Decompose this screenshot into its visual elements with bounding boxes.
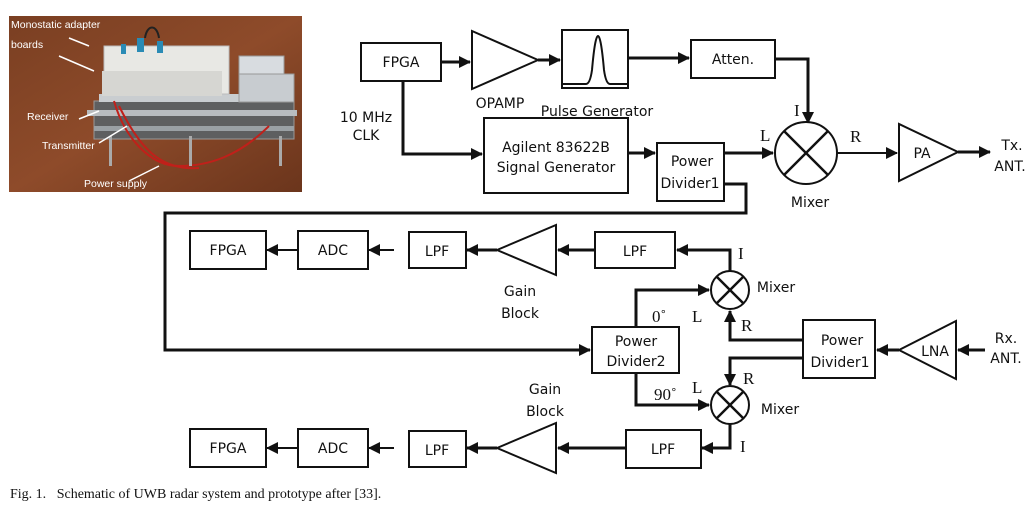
tx-power-divider1-block: Power Divider1	[656, 142, 725, 202]
rx-q-gain-label-1: Gain	[529, 382, 561, 398]
phase-0-label: 0˚	[652, 307, 666, 326]
wire-rxpd1-top-mixer	[724, 310, 803, 342]
attenuator-block: Atten.	[690, 39, 776, 79]
pulse-generator-label: Pulse Generator	[541, 104, 654, 120]
siggen-label-2: Signal Generator	[497, 160, 616, 176]
rx-bottom-mixer-port-r: R	[743, 369, 755, 388]
tx-antenna-label-1: Tx.	[1000, 138, 1022, 154]
rx-antenna-label-1: Rx.	[995, 331, 1017, 347]
rx-top-mixer-port-i: I	[738, 244, 744, 263]
rx-i-lpf1-label: LPF	[425, 244, 449, 260]
pa-block: PA	[898, 122, 961, 183]
rx-i-adc-block: ADC	[297, 230, 369, 270]
figure-caption: Fig. 1. Schematic of UWB radar system an…	[10, 487, 381, 503]
rx-q-lpf1-block: LPF	[408, 430, 467, 468]
caption-label: Fig. 1.	[10, 487, 47, 502]
rx-q-fpga-block: FPGA	[189, 428, 267, 468]
lna-label: LNA	[921, 344, 949, 360]
tx-mixer-label: Mixer	[791, 195, 829, 211]
clk-label-1: 10 MHz	[340, 110, 392, 126]
rx-bottom-mixer-label: Mixer	[761, 402, 799, 418]
photo-label-receiver: Receiver	[27, 111, 69, 123]
rx-q-lpf2-block: LPF	[625, 429, 702, 469]
rx-q-adc-block: ADC	[297, 428, 369, 468]
lna-block: LNA	[896, 319, 957, 381]
rx-q-gain-block: Gain Block	[494, 382, 565, 475]
rx-q-lpf2-label: LPF	[651, 442, 675, 458]
rx-i-fpga-block: FPGA	[189, 230, 267, 270]
photo-label-power-supply: Power supply	[84, 178, 148, 190]
tx-mixer-port-r: R	[850, 127, 862, 146]
rx-bottom-mixer-port-i: I	[740, 437, 746, 456]
wire-rxpd1-bottom-mixer	[724, 356, 803, 386]
rx-q-fpga-label: FPGA	[210, 441, 247, 457]
opamp-label: OPAMP	[476, 96, 525, 112]
radar-prototype-hardware	[87, 26, 297, 170]
siggen-label-1: Agilent 83622B	[502, 140, 610, 156]
rx-top-mixer-port-l: L	[692, 307, 702, 326]
caption-text: Schematic of UWB radar system and protot…	[56, 487, 382, 502]
rx-q-lpf1-label: LPF	[425, 443, 449, 459]
rx-bottom-mixer-port-l: L	[692, 378, 702, 397]
rx-top-mixer-port-r: R	[741, 316, 753, 335]
rx-i-lpf2-label: LPF	[623, 244, 647, 260]
pd2-label-1: Power	[615, 334, 658, 350]
prototype-photo: Monostatic adapter boards Receiver Trans…	[9, 16, 302, 192]
wire-atten-mixer	[775, 57, 814, 124]
tx-pd1-label-2: Divider1	[660, 176, 719, 192]
rx-power-divider1-block: Power Divider1	[802, 319, 876, 379]
tx-fpga-label: FPGA	[383, 55, 420, 71]
rx-pd1-label-2: Divider1	[810, 355, 869, 371]
photo-label-transmitter: Transmitter	[42, 140, 95, 152]
photo-label-adapter: Monostatic adapter	[11, 19, 101, 31]
tx-mixer: Mixer	[774, 121, 838, 211]
tx-mixer-port-i: I	[794, 101, 800, 120]
wire-clk-siggen	[401, 81, 483, 160]
tx-pd1-label-1: Power	[671, 154, 714, 170]
rx-pd1-label-1: Power	[821, 333, 864, 349]
signal-generator-block: Agilent 83622B Signal Generator	[483, 117, 629, 194]
rx-i-lpf1-block: LPF	[408, 231, 467, 269]
rx-i-lpf2-block: LPF	[594, 231, 676, 269]
tx-fpga-block: FPGA	[360, 42, 442, 82]
wire-pd1-to-pd2	[163, 182, 748, 356]
rx-i-fpga-label: FPGA	[210, 243, 247, 259]
rx-i-gain-label-2: Block	[501, 306, 540, 322]
rx-antenna-label-2: ANT.	[990, 351, 1021, 367]
attenuator-label: Atten.	[712, 52, 754, 68]
wire-pd2-0deg	[634, 284, 710, 327]
rx-i-adc-label: ADC	[318, 243, 348, 259]
rx-top-mixer-label: Mixer	[757, 280, 795, 296]
rx-power-divider2-block: Power Divider2	[591, 326, 680, 374]
tx-mixer-port-l: L	[760, 126, 770, 145]
pulse-generator-block: Pulse Generator	[541, 29, 654, 120]
rx-bottom-mixer: Mixer	[710, 385, 799, 425]
rx-i-gain-label-1: Gain	[504, 284, 536, 300]
rx-top-mixer: Mixer	[710, 270, 795, 310]
opamp-block: OPAMP	[471, 29, 541, 112]
pd2-label-2: Divider2	[606, 354, 665, 370]
tx-antenna-label-2: ANT.	[994, 159, 1025, 175]
clk-label-2: CLK	[353, 128, 381, 144]
photo-label-boards: boards	[11, 39, 43, 51]
pulse-waveform-icon	[563, 34, 627, 85]
rx-q-adc-label: ADC	[318, 441, 348, 457]
phase-90-label: 90˚	[654, 385, 677, 404]
rx-q-gain-label-2: Block	[526, 404, 565, 420]
wire-q-mixer-lpf2	[701, 424, 732, 454]
wire-i-mixer-lpf2	[676, 244, 732, 272]
wire-pd2-90deg	[634, 373, 710, 411]
rx-i-gain-block: Gain Block	[494, 223, 557, 322]
pa-label: PA	[913, 146, 931, 162]
photo-annotation-arrows	[58, 37, 160, 182]
